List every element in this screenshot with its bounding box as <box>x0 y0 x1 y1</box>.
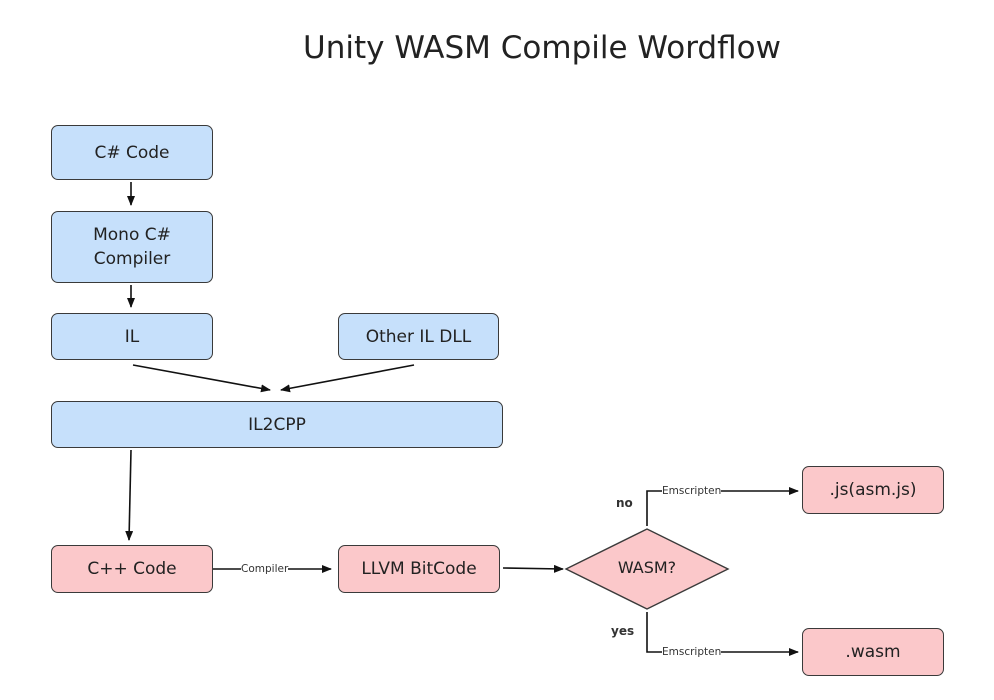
csharp-code-node: C# Code <box>51 125 213 180</box>
il2cpp-label: IL2CPP <box>248 414 306 435</box>
wasm-output-node: .wasm <box>802 628 944 676</box>
cpp-code-label: C++ Code <box>87 559 177 579</box>
il2cpp-node: IL2CPP <box>51 401 503 448</box>
js-output-node: .js(asm.js) <box>802 466 944 514</box>
mono-compiler-label-line1: Mono C# <box>93 225 171 245</box>
csharp-code-label: C# Code <box>94 142 170 163</box>
decision-diamond <box>564 528 730 610</box>
diagram-title: Unity WASM Compile Wordflow <box>303 30 781 66</box>
mono-compiler-label-line2: Compiler <box>93 249 171 269</box>
arrow-il2cpp-to-cpp <box>125 449 134 541</box>
llvm-bitcode-node: LLVM BitCode <box>338 545 500 593</box>
arrow-decision-yes-to-wasm <box>646 612 799 656</box>
emscripten-no-edge-label: Emscripten <box>662 485 722 498</box>
js-output-label: .js(asm.js) <box>829 480 917 500</box>
other-il-dll-node: Other IL DLL <box>338 313 499 360</box>
compiler-edge-label: Compiler <box>241 563 289 576</box>
wasm-output-label: .wasm <box>845 642 901 662</box>
llvm-bitcode-label: LLVM BitCode <box>361 559 477 579</box>
il-node: IL <box>51 313 213 360</box>
wasm-decision-label: WASM? <box>617 558 677 577</box>
mono-compiler-node: Mono C# Compiler <box>51 211 213 283</box>
cpp-code-node: C++ Code <box>51 545 213 593</box>
arrow-il-to-il2cpp <box>132 364 271 393</box>
arrow-decision-no-to-js <box>646 487 799 526</box>
arrow-llvm-to-decision <box>502 564 564 573</box>
other-il-dll-label: Other IL DLL <box>365 326 472 347</box>
arrow-otherdll-to-il2cpp <box>280 364 415 393</box>
yes-branch-label: yes <box>611 624 635 638</box>
emscripten-yes-edge-label: Emscripten <box>662 646 722 659</box>
il-label: IL <box>124 326 140 347</box>
no-branch-label: no <box>616 496 633 510</box>
